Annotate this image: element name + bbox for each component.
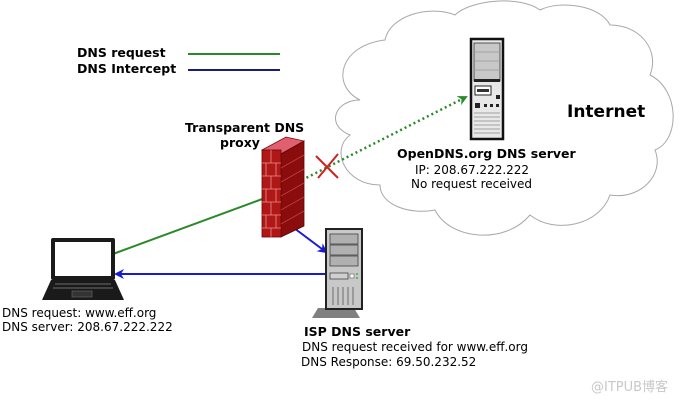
opendns-server-icon: [469, 37, 505, 141]
blocked-request-line: [301, 95, 468, 182]
legend-label-intercept: DNS Intercept: [77, 61, 177, 76]
request-line: [112, 197, 266, 255]
isp-request-label: DNS request received for www.eff.org: [302, 340, 528, 354]
firewall-icon: [260, 136, 306, 238]
isp-title: ISP DNS server: [304, 324, 411, 339]
internet-label: Internet: [567, 102, 646, 122]
client-request-label: DNS request: www.eff.org: [2, 306, 157, 320]
client-server-label: DNS server: 208.67.222.222: [2, 320, 173, 334]
opendns-status: No request received: [411, 177, 533, 191]
laptop-icon: [42, 238, 124, 300]
proxy-title-line1: Transparent DNS: [185, 120, 305, 135]
isp-response-label: DNS Response: 69.50.232.52: [301, 355, 477, 369]
blocked-x-icon: [315, 153, 339, 179]
proxy-title-line2: proxy: [220, 135, 260, 150]
opendns-ip: IP: 208.67.222.222: [415, 163, 530, 177]
isp-server-icon: [312, 228, 363, 318]
watermark: @ITPUB博客: [591, 380, 669, 395]
legend-label-request: DNS request: [77, 45, 166, 60]
internet-cloud: [335, 0, 674, 236]
opendns-title: OpenDNS.org DNS server: [397, 146, 576, 161]
